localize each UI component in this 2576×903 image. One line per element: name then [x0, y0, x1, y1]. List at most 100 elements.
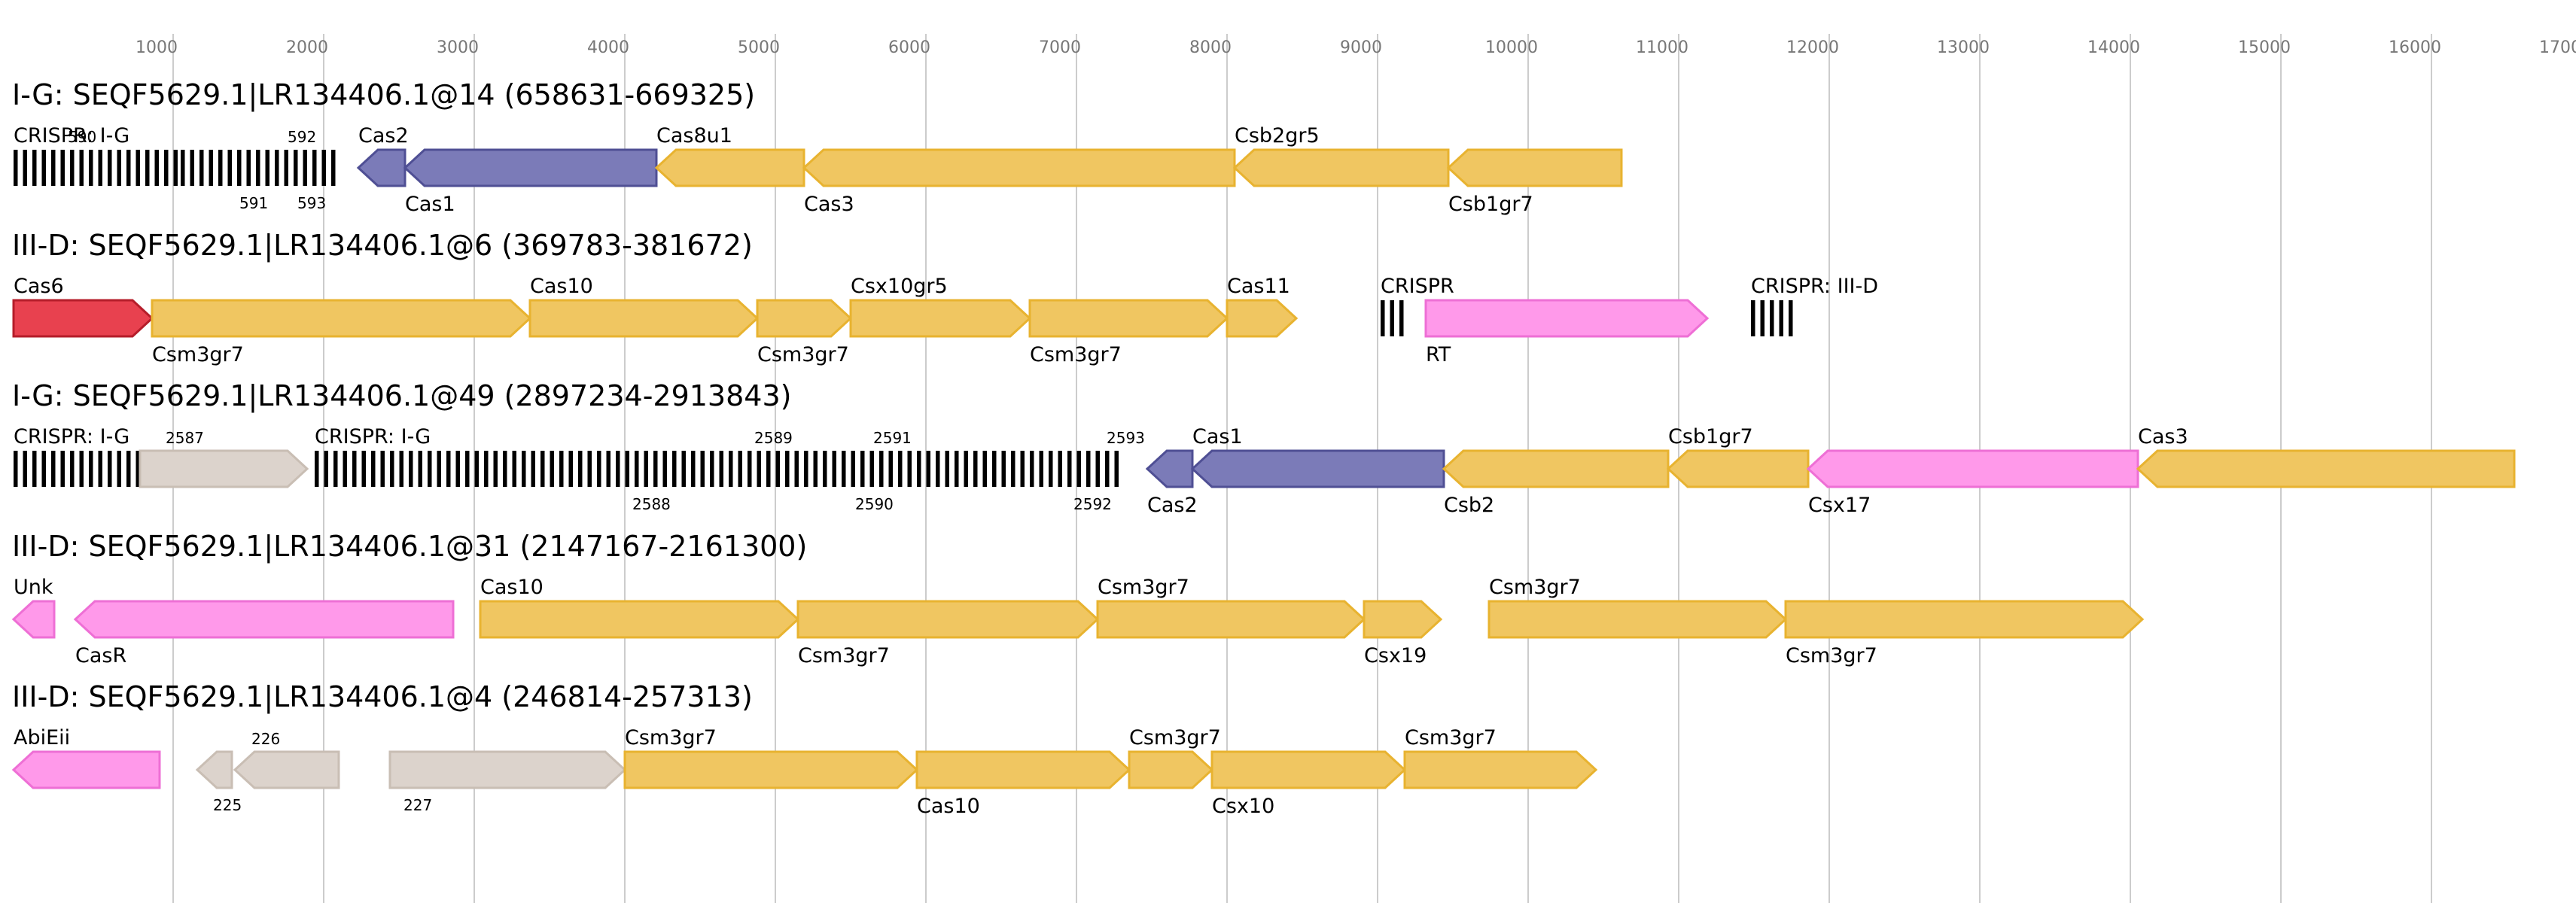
crispr-repeat	[644, 451, 648, 487]
crispr-repeat	[324, 451, 328, 487]
gene-arrow	[1424, 299, 1710, 338]
crispr-repeat	[766, 451, 771, 487]
crispr-repeat	[982, 451, 987, 487]
gene-label: Cas3	[2138, 425, 2188, 448]
crispr-repeat	[390, 451, 394, 487]
gene-label: Csm3gr7	[152, 343, 244, 366]
crispr-repeat	[399, 451, 403, 487]
axis-tick-label: 17000	[2539, 38, 2576, 57]
gene-label: Cas10	[917, 795, 980, 818]
gene-label: Csb2	[1444, 494, 1494, 517]
crispr-repeat	[32, 150, 37, 186]
crispr-repeat	[804, 451, 808, 487]
crispr-repeat	[719, 451, 723, 487]
repeat-index-label: 2590	[855, 495, 894, 513]
gene-arrow	[1128, 750, 1214, 789]
crispr-repeat	[1020, 451, 1025, 487]
crispr-repeat	[315, 451, 319, 487]
crispr-repeat	[587, 451, 592, 487]
crispr-repeat	[1399, 300, 1404, 336]
gene-arrow	[1784, 600, 2145, 639]
repeat-index-label: 2587	[166, 429, 204, 447]
gene-label: CRISPR: III-D	[1751, 275, 1878, 298]
crispr-repeat	[60, 451, 65, 487]
crispr-repeat	[832, 451, 836, 487]
crispr-repeat	[331, 150, 336, 186]
locus-track: III-D: SEQF5629.1|LR134406.1@4 (246814-2…	[11, 680, 1598, 818]
crispr-repeat	[428, 451, 432, 487]
crispr-repeat	[343, 451, 347, 487]
crispr-repeat	[823, 451, 827, 487]
crispr-repeat	[888, 451, 893, 487]
gene-arrow	[1210, 750, 1407, 789]
crispr-repeat	[145, 150, 150, 186]
crispr-repeat	[926, 451, 930, 487]
crispr-repeat	[898, 451, 903, 487]
crispr-repeat	[465, 451, 470, 487]
locus-title: III-D: SEQF5629.1|LR134406.1@4 (246814-2…	[12, 680, 753, 714]
crispr-repeat	[945, 451, 949, 487]
crispr-repeat	[1086, 451, 1091, 487]
gene-arrow	[1446, 148, 1623, 187]
gene-label: CRISPR	[1381, 275, 1454, 298]
crispr-repeat	[89, 451, 93, 487]
crispr-repeat	[333, 451, 338, 487]
crispr-repeat	[550, 451, 554, 487]
crispr-repeat	[237, 150, 242, 186]
crispr-array	[181, 150, 336, 186]
crispr-repeat	[126, 451, 131, 487]
gene-label: Csx10gr5	[851, 275, 948, 298]
crispr-repeat	[135, 150, 140, 186]
axis-tick-label: 7000	[1039, 38, 1081, 57]
gene-label: Csx19	[1364, 644, 1427, 667]
repeat-index-label: 2588	[632, 495, 671, 513]
gene-arrow	[1145, 449, 1194, 488]
gene-label: Cas2	[1147, 494, 1198, 517]
crispr-repeat	[79, 150, 84, 186]
gene-label: CRISPR: I-G	[14, 425, 129, 448]
crispr-repeat	[1030, 451, 1034, 487]
crispr-repeat	[851, 451, 855, 487]
gene-arrow	[1487, 600, 1788, 639]
crispr-repeat	[1789, 300, 1793, 336]
gene-label: Cas6	[14, 275, 64, 298]
crispr-repeat	[1114, 451, 1119, 487]
crispr-repeat	[1105, 451, 1110, 487]
gene-arrow	[1028, 299, 1229, 338]
crispr-repeat	[437, 451, 441, 487]
axis-tick-label: 13000	[1937, 38, 1990, 57]
gene-label: Csx17	[1808, 494, 1871, 517]
repeat-index-label: 2591	[873, 429, 912, 447]
crispr-repeat	[973, 451, 978, 487]
crispr-repeat	[813, 451, 818, 487]
crispr-repeat	[907, 451, 912, 487]
axis-tick-label: 9000	[1340, 38, 1382, 57]
gene-arrow	[1442, 449, 1670, 488]
crispr-repeat	[748, 451, 752, 487]
crispr-repeat	[1095, 451, 1100, 487]
crispr-repeat	[785, 451, 790, 487]
gene-arrow	[796, 600, 1100, 639]
gene-label: CRISPR: I-G	[14, 124, 129, 147]
crispr-repeat	[117, 150, 121, 186]
crispr-repeat	[108, 150, 112, 186]
locus-track: I-G: SEQF5629.1|LR134406.1@49 (2897234-2…	[12, 379, 2516, 517]
gene-label: Csm3gr7	[625, 726, 717, 749]
crispr-repeat	[879, 451, 884, 487]
crispr-repeat	[992, 451, 997, 487]
repeat-index-label: 2592	[1073, 495, 1112, 513]
crispr-repeat	[1011, 451, 1015, 487]
crispr-repeat	[32, 451, 37, 487]
crispr-repeat	[635, 451, 639, 487]
crispr-repeat	[371, 451, 376, 487]
crispr-repeat	[568, 451, 573, 487]
crispr-repeat	[531, 451, 535, 487]
gene-arrow	[1232, 148, 1450, 187]
gene-label: RT	[1426, 343, 1451, 366]
crispr-repeat	[484, 451, 489, 487]
crispr-repeat	[1760, 300, 1765, 336]
gene-arrow	[1666, 449, 1810, 488]
gene-label: Csb1gr7	[1448, 193, 1533, 216]
gene-label: Cas8u1	[656, 124, 732, 147]
